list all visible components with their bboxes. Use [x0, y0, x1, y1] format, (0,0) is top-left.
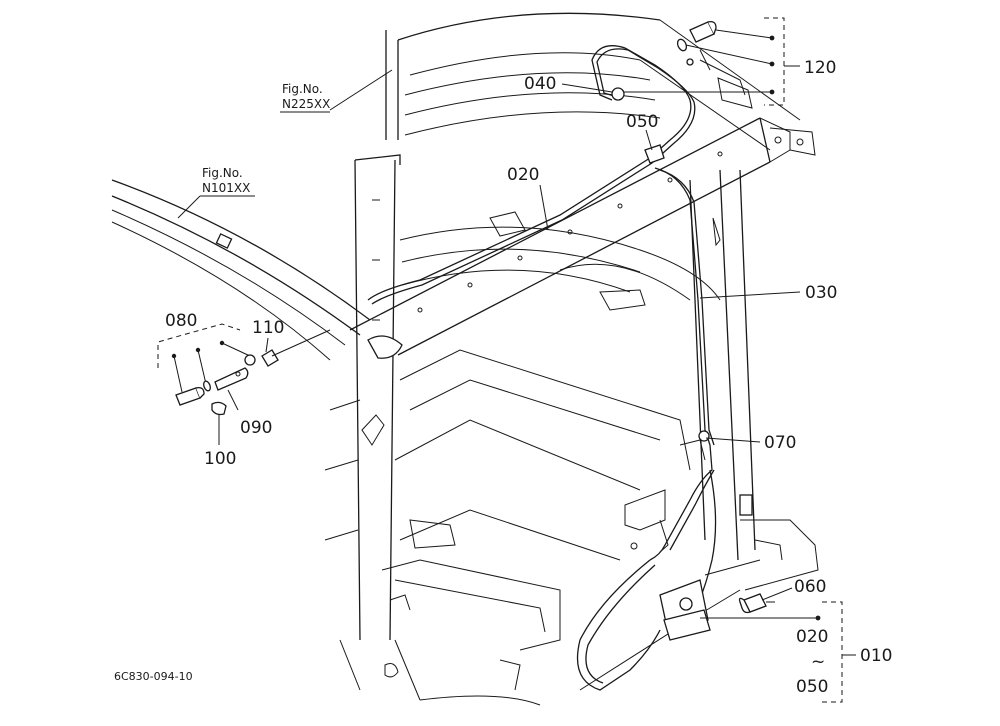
callout-020: 020	[507, 165, 539, 185]
part-group-010	[700, 593, 856, 703]
callout-labels: 120 040 050 020 030 080 110 090 100 070 …	[165, 58, 892, 666]
ref-fig-label: Fig.No.	[282, 82, 323, 96]
connector-050	[644, 144, 665, 164]
clip-070	[698, 430, 710, 442]
callout-090: 090	[240, 418, 272, 438]
reference-n225xx: Fig.No. N225XX	[282, 82, 330, 111]
ref-fig-number: N101XX	[202, 181, 250, 195]
reference-leaders	[177, 69, 801, 601]
callout-010: 010	[860, 646, 892, 666]
callout-080: 080	[165, 311, 197, 331]
callout-070: 070	[764, 433, 796, 453]
beam-holes	[417, 151, 723, 313]
range-to: 050	[796, 677, 828, 697]
ref-fig-label: Fig.No.	[202, 166, 243, 180]
wiring-harness	[367, 45, 717, 691]
callout-060: 060	[794, 577, 826, 597]
callout-030: 030	[805, 283, 837, 303]
part-group-120	[624, 17, 800, 109]
range-tilde: ~	[811, 652, 825, 672]
callout-100: 100	[204, 449, 236, 469]
ref-fig-number: N225XX	[282, 97, 330, 111]
callout-120: 120	[804, 58, 836, 78]
range-group-020-050: 020 ~ 050	[796, 627, 828, 697]
diagram-code: 6C830-094-10	[114, 670, 193, 683]
range-from: 020	[796, 627, 828, 647]
cab-frame-structure	[111, 12, 819, 706]
callout-040: 040	[524, 74, 556, 94]
callout-050: 050	[626, 112, 658, 132]
part-group-080	[157, 323, 331, 445]
callout-110: 110	[252, 318, 284, 338]
clip-040	[611, 87, 625, 101]
reference-n101xx: Fig.No. N101XX	[202, 166, 250, 195]
